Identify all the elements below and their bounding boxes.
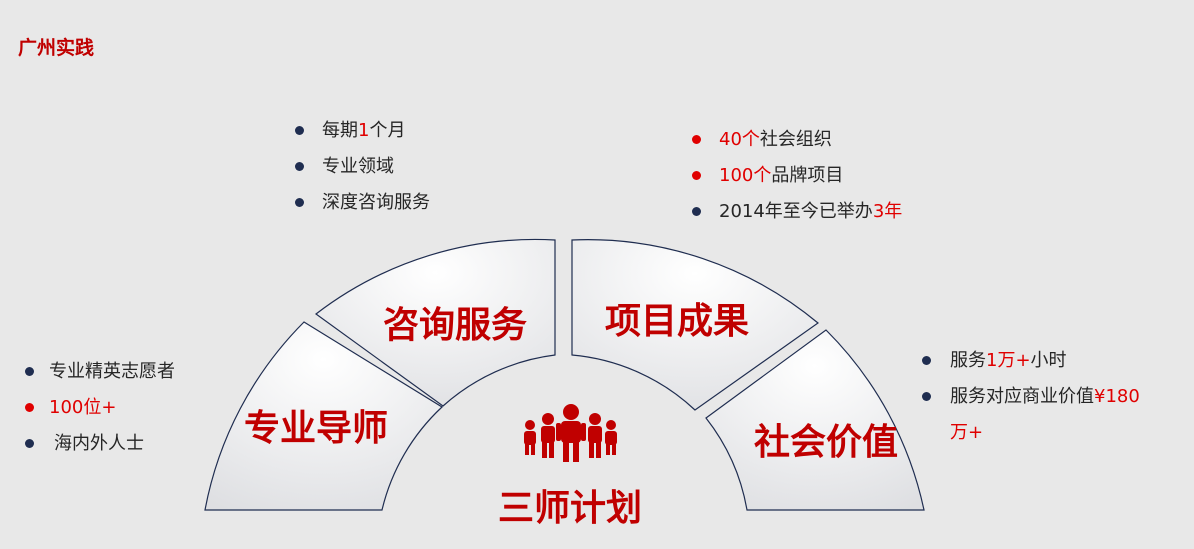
list-item: 2014年至今已举办3年 bbox=[692, 202, 902, 221]
page-title: 广州实践 bbox=[18, 37, 95, 59]
list-item: 深度咨询服务 bbox=[295, 193, 430, 212]
mentors-list: 专业精英志愿者 100位+ 海内外人士 bbox=[25, 362, 175, 470]
list-item: 40个社会组织 bbox=[692, 130, 902, 149]
segment-label-consulting: 咨询服务 bbox=[383, 305, 527, 346]
segment-mentors bbox=[204, 321, 443, 511]
segment-label-mentors: 专业导师 bbox=[244, 408, 388, 449]
list-item: 海内外人士 bbox=[25, 434, 175, 453]
segment-value bbox=[705, 329, 925, 511]
list-item: 专业精英志愿者 bbox=[25, 362, 175, 381]
results-list: 40个社会组织 100个品牌项目 2014年至今已举办3年 bbox=[692, 130, 902, 238]
list-item: 100个品牌项目 bbox=[692, 166, 902, 185]
consulting-list: 每期1个月 专业领域 深度咨询服务 bbox=[295, 121, 430, 229]
list-item: 服务1万+小时 bbox=[922, 351, 1182, 370]
list-item: 100位+ bbox=[25, 398, 175, 417]
list-item: 每期1个月 bbox=[295, 121, 430, 140]
people-group-icon bbox=[524, 404, 617, 462]
segment-results bbox=[571, 239, 819, 411]
center-label: 三师计划 bbox=[498, 488, 642, 529]
list-item: 专业领域 bbox=[295, 157, 430, 176]
segment-label-results: 项目成果 bbox=[605, 301, 749, 342]
segment-consulting bbox=[314, 238, 556, 407]
segment-label-value: 社会价值 bbox=[754, 422, 898, 463]
